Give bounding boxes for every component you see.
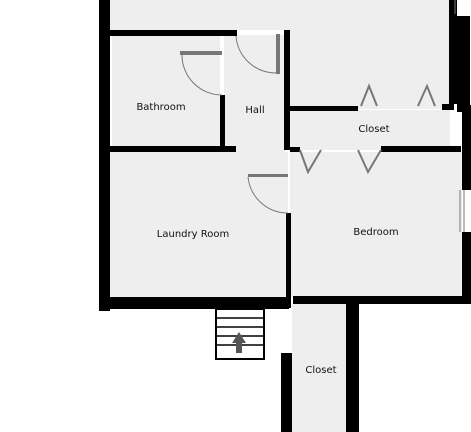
wall-hall-right-lower xyxy=(286,213,291,308)
room-label-bedroom: Bedroom xyxy=(353,227,398,238)
laundry-door[interactable] xyxy=(247,174,289,214)
room-label-bathroom: Bathroom xyxy=(136,102,185,113)
floor-bedroom xyxy=(290,152,462,297)
room-labels: Bathroom Hall Closet Laundry Room Bedroo… xyxy=(136,102,398,376)
wall-bathroom-top xyxy=(110,30,237,36)
bathroom-door[interactable] xyxy=(180,51,223,96)
wall-hall-right-upper xyxy=(284,30,290,150)
wall-bottom-left xyxy=(99,297,289,309)
windows xyxy=(454,0,465,232)
room-label-laundry: Laundry Room xyxy=(157,229,229,240)
wall-bottom-right xyxy=(293,296,471,304)
wall-closet-lower-left xyxy=(281,353,292,432)
stairs[interactable] xyxy=(215,308,265,360)
floor-closet-lower xyxy=(292,304,346,432)
doors xyxy=(180,34,289,214)
wall-top-stub xyxy=(99,0,108,18)
wall-bathroom-right xyxy=(220,95,225,151)
wall-closet-lower-right xyxy=(346,304,359,432)
room-label-closet-upper: Closet xyxy=(358,124,389,135)
wall-closet-bottom-left xyxy=(290,147,300,152)
wall-closet-top-right xyxy=(442,104,454,110)
arrow-up-icon xyxy=(232,332,246,353)
room-label-hall: Hall xyxy=(245,105,264,116)
bifold-door-lower-2[interactable] xyxy=(357,149,382,175)
room-label-closet-lower: Closet xyxy=(305,365,336,376)
floor-upper-area xyxy=(106,0,450,30)
bifold-door-upper-1[interactable] xyxy=(360,83,378,107)
floor-upper-right xyxy=(289,30,450,109)
wall-laundry-top xyxy=(110,150,235,152)
wall-closet-bottom-right xyxy=(381,146,461,152)
walls xyxy=(99,0,471,432)
bifold-door-lower-1[interactable] xyxy=(299,149,322,175)
wall-right-lower xyxy=(462,105,471,190)
bifold-doors[interactable] xyxy=(299,83,436,175)
floor-laundry xyxy=(110,152,288,297)
wall-right-middle xyxy=(457,16,470,112)
wall-bathroom-bottom xyxy=(110,146,236,152)
wall-right-upper xyxy=(449,0,457,104)
wall-outer-left xyxy=(99,0,110,311)
floor-closet-upper xyxy=(289,110,450,150)
bifold-door-upper-2[interactable] xyxy=(417,83,436,107)
wall-closet-top-left xyxy=(290,106,358,111)
wall-right-bottom xyxy=(462,232,471,298)
hall-door[interactable] xyxy=(235,34,280,74)
